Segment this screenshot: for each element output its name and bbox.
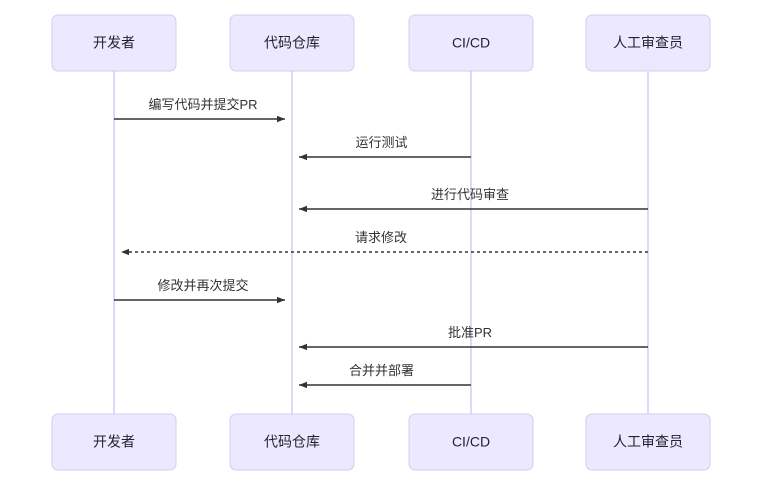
message-7[interactable]: 合并并部署 <box>299 363 471 389</box>
participant-reviewer-bottom[interactable]: 人工审查员 <box>585 413 711 471</box>
participant-label: CI/CD <box>452 434 490 450</box>
participant-box <box>229 14 355 72</box>
participant-label: 代码仓库 <box>264 35 320 51</box>
participant-label: 开发者 <box>93 35 135 51</box>
participant-repo-bottom[interactable]: 代码仓库 <box>229 413 355 471</box>
participant-label: 人工审查员 <box>613 434 683 450</box>
message-3[interactable]: 进行代码审查 <box>299 187 648 213</box>
participant-box <box>229 413 355 471</box>
message-label: 批准PR <box>448 325 492 340</box>
participant-cicd-top[interactable]: CI/CD <box>408 14 534 72</box>
message-label: 编写代码并提交PR <box>148 97 257 112</box>
message-6[interactable]: 批准PR <box>299 325 648 351</box>
participant-box <box>585 413 711 471</box>
participant-repo-top[interactable]: 代码仓库 <box>229 14 355 72</box>
participant-box <box>51 14 177 72</box>
message-label: 合并并部署 <box>349 363 414 378</box>
lifelines-layer <box>113 71 649 414</box>
participant-dev-top[interactable]: 开发者 <box>51 14 177 72</box>
message-2[interactable]: 运行测试 <box>299 135 471 161</box>
participant-box <box>585 14 711 72</box>
message-label: 进行代码审查 <box>431 187 509 202</box>
participant-box <box>408 14 534 72</box>
message-4[interactable]: 请求修改 <box>121 230 648 256</box>
participant-box <box>51 413 177 471</box>
message-5[interactable]: 修改并再次提交 <box>114 278 285 304</box>
participant-dev-bottom[interactable]: 开发者 <box>51 413 177 471</box>
message-label: 修改并再次提交 <box>157 278 248 293</box>
participant-label: 代码仓库 <box>264 434 320 450</box>
message-label: 请求修改 <box>355 230 407 245</box>
participant-box <box>408 413 534 471</box>
participant-label: 人工审查员 <box>613 35 683 51</box>
message-1[interactable]: 编写代码并提交PR <box>114 97 285 123</box>
message-label: 运行测试 <box>355 135 407 150</box>
participant-reviewer-top[interactable]: 人工审查员 <box>585 14 711 72</box>
participant-label: 开发者 <box>93 434 135 450</box>
participant-cicd-bottom[interactable]: CI/CD <box>408 413 534 471</box>
participant-label: CI/CD <box>452 35 490 51</box>
